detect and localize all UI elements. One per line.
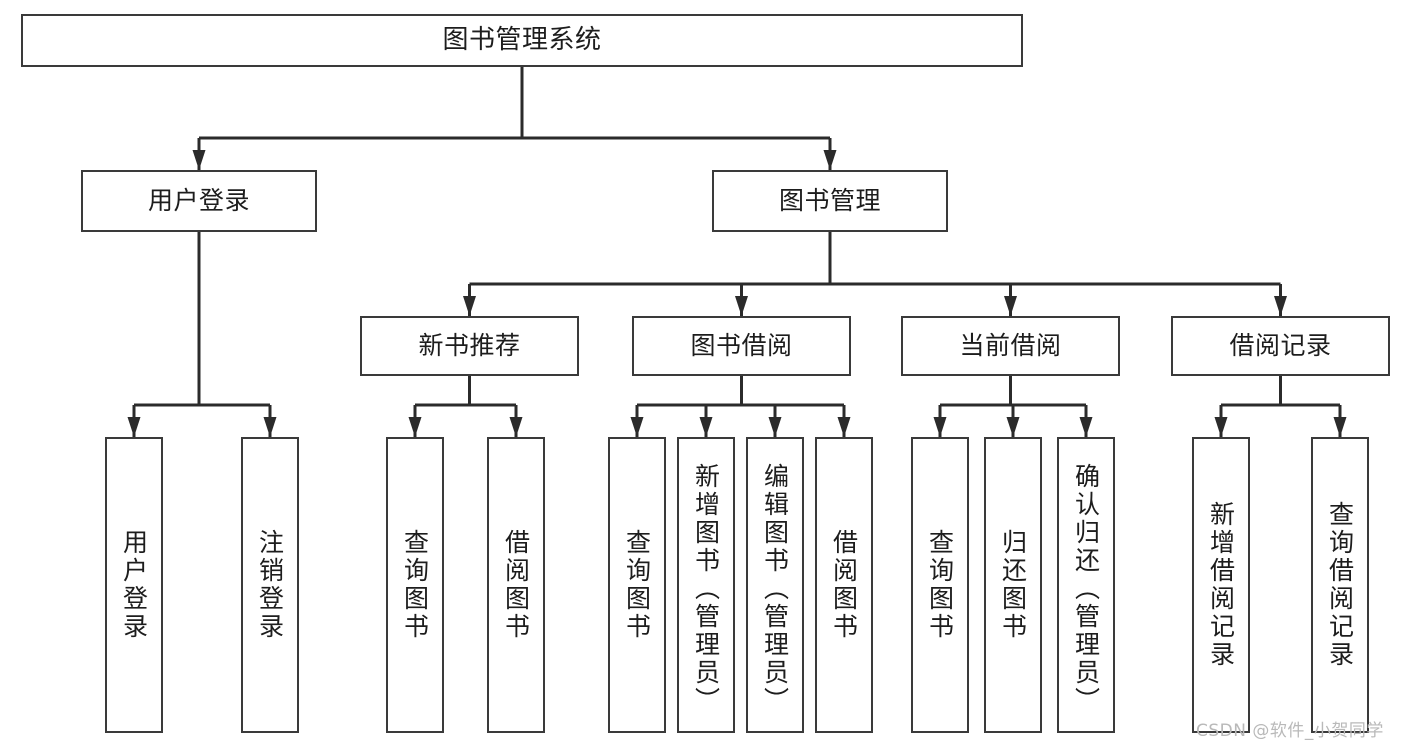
- node-leaf-new-2[interactable]: 借阅图书: [487, 437, 545, 733]
- node-leaf-bor-1[interactable]: 查询图书: [608, 437, 666, 733]
- node-label: 确认归还（管理员）: [1071, 463, 1101, 715]
- node-current[interactable]: 当前借阅: [901, 316, 1120, 376]
- node-login[interactable]: 用户登录: [81, 170, 317, 232]
- node-leaf-login-2[interactable]: 注销登录: [241, 437, 299, 733]
- node-root[interactable]: 图书管理系统: [21, 14, 1023, 67]
- node-leaf-bor-2[interactable]: 新增图书（管理员）: [677, 437, 735, 733]
- node-label: 用户登录: [119, 529, 149, 641]
- node-label: 注销登录: [255, 529, 285, 641]
- node-label: 新书推荐: [418, 331, 521, 361]
- node-label: 图书管理: [778, 186, 881, 216]
- node-label: 编辑图书（管理员）: [760, 463, 790, 715]
- node-leaf-rec-1[interactable]: 新增借阅记录: [1192, 437, 1250, 733]
- node-leaf-bor-3[interactable]: 编辑图书（管理员）: [746, 437, 804, 733]
- node-label: 借阅记录: [1229, 331, 1332, 361]
- node-leaf-cur-2[interactable]: 归还图书: [984, 437, 1042, 733]
- node-label: 查询图书: [400, 529, 430, 641]
- node-label: 借阅图书: [829, 529, 859, 641]
- node-leaf-cur-3[interactable]: 确认归还（管理员）: [1057, 437, 1115, 733]
- node-leaf-bor-4[interactable]: 借阅图书: [815, 437, 873, 733]
- node-label: 查询图书: [622, 529, 652, 641]
- node-label: 图书管理系统: [442, 25, 602, 56]
- node-records[interactable]: 借阅记录: [1171, 316, 1390, 376]
- node-borrow[interactable]: 图书借阅: [632, 316, 851, 376]
- node-label: 新增借阅记录: [1206, 501, 1236, 669]
- node-newbook[interactable]: 新书推荐: [360, 316, 579, 376]
- node-label: 用户登录: [147, 186, 250, 216]
- node-label: 查询借阅记录: [1325, 501, 1355, 669]
- node-leaf-login-1[interactable]: 用户登录: [105, 437, 163, 733]
- node-label: 当前借阅: [959, 331, 1062, 361]
- node-leaf-rec-2[interactable]: 查询借阅记录: [1311, 437, 1369, 733]
- node-label: 查询图书: [925, 529, 955, 641]
- node-label: 图书借阅: [690, 331, 793, 361]
- node-label: 新增图书（管理员）: [691, 463, 721, 715]
- node-bookmgmt[interactable]: 图书管理: [712, 170, 948, 232]
- node-leaf-new-1[interactable]: 查询图书: [386, 437, 444, 733]
- node-leaf-cur-1[interactable]: 查询图书: [911, 437, 969, 733]
- node-label: 归还图书: [998, 529, 1028, 641]
- node-label: 借阅图书: [501, 529, 531, 641]
- csdn-watermark: CSDN @软件_小贺同学: [1196, 721, 1384, 741]
